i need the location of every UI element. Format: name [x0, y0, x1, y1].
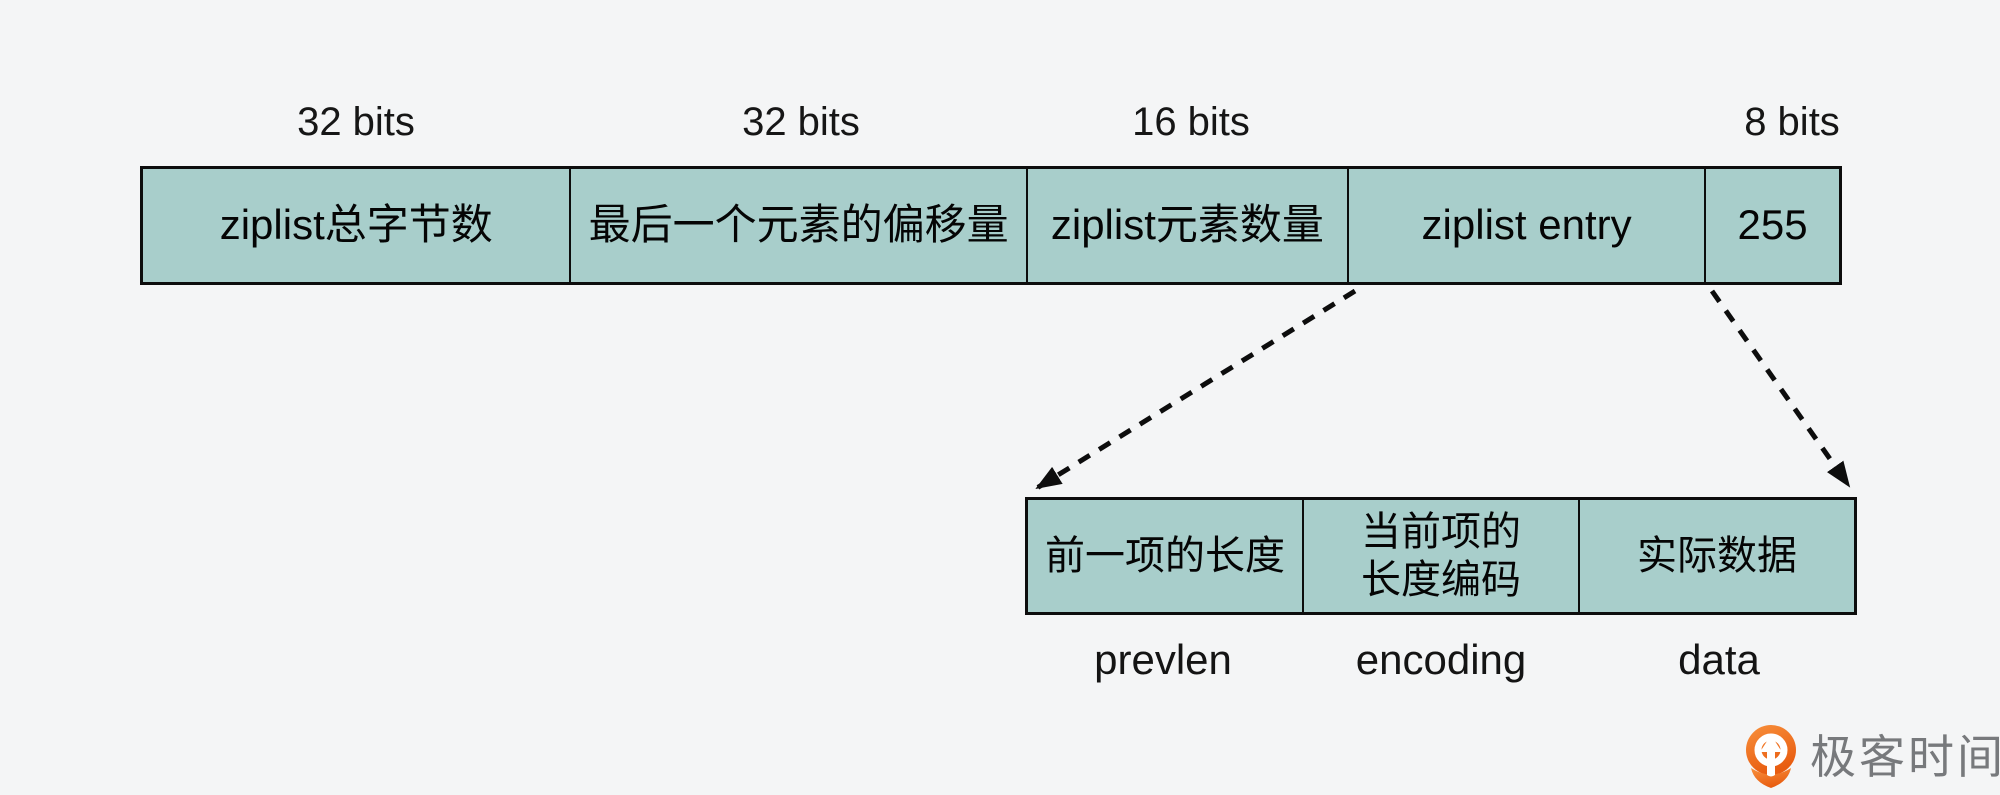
field-ziplist-element-count: ziplist元素数量 — [1025, 169, 1347, 282]
field-ziplist-entry: ziplist entry — [1347, 169, 1704, 282]
field-ziplist-total-bytes: ziplist总字节数 — [219, 201, 493, 249]
sublabel-data: data — [1678, 636, 1760, 683]
bit-width-label-total-bytes: 32 bits — [297, 100, 415, 144]
geektime-logo: 极客时间 — [1744, 724, 2000, 790]
sublabel-encoding: encoding — [1355, 636, 1527, 683]
bit-width-label-entry-count: 16 bits — [1132, 100, 1250, 144]
field-encoding: 当前项的 长度编码 — [1302, 500, 1578, 612]
field-encoding-label-line1: 当前项的 — [1361, 510, 1521, 554]
geektime-logo-text: 极客时间 — [1810, 731, 2000, 783]
bit-width-label-last-offset: 32 bits — [742, 100, 860, 144]
field-data-label: 实际数据 — [1637, 534, 1797, 578]
field-data: 实际数据 — [1578, 500, 1854, 612]
geektime-logo-icon — [1746, 725, 1796, 788]
sublabel-prevlen: prevlen — [1094, 636, 1232, 683]
field-encoding-label-line2: 长度编码 — [1361, 558, 1521, 602]
field-prevlen-label: 前一项的长度 — [1045, 534, 1285, 578]
dashed-arrow-right — [1709, 289, 1852, 488]
dashed-arrow-left — [1035, 288, 1357, 491]
field-end-byte-255: 255 — [1704, 169, 1839, 282]
field-last-element-offset: 最后一个元素的偏移量 — [569, 169, 1025, 282]
entry-structure-row: 前一项的长度 当前项的 长度编码 实际数据 — [1025, 497, 1857, 615]
ziplist-structure-row: ziplist总字节数 最后一个元素的偏移量 ziplist元素数量 zipli… — [140, 166, 1842, 285]
bit-width-label-end-byte: 8 bits — [1744, 100, 1840, 144]
field-prevlen: 前一项的长度 — [1028, 500, 1302, 612]
